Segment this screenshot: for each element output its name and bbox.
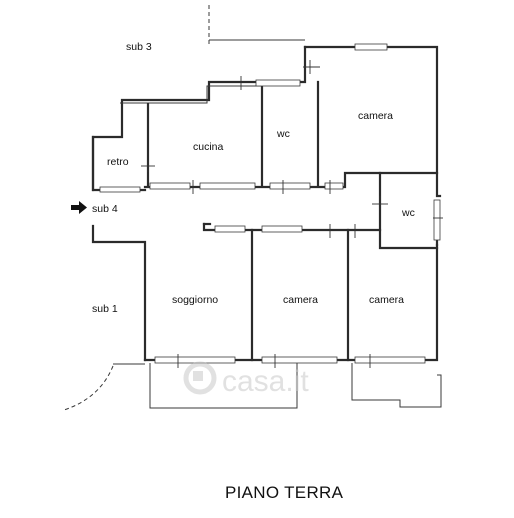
room-label-camera-right: camera (369, 294, 404, 306)
room-label-wc-top: wc (276, 128, 290, 140)
zone-label-sub1: sub 1 (92, 303, 118, 315)
watermark-text: casa.it (222, 365, 309, 398)
room-label-camera-top: camera (358, 110, 393, 122)
door-marks (141, 60, 443, 368)
windows (99, 43, 441, 364)
room-label-wc-right: wc (401, 207, 415, 219)
walls (91, 45, 442, 362)
room-label-soggiorno: soggiorno (172, 294, 218, 306)
casa-logo-icon (183, 361, 217, 395)
arrow-right-icon (71, 201, 87, 214)
zone-label-sub4: sub 4 (92, 203, 118, 215)
terraces (63, 5, 442, 411)
plan-title: PIANO TERRA (225, 483, 344, 502)
room-label-cucina: cucina (193, 141, 224, 153)
room-label-camera-mid: camera (283, 294, 318, 306)
room-label-retro: retro (107, 156, 129, 168)
zone-label-sub3: sub 3 (126, 41, 152, 53)
